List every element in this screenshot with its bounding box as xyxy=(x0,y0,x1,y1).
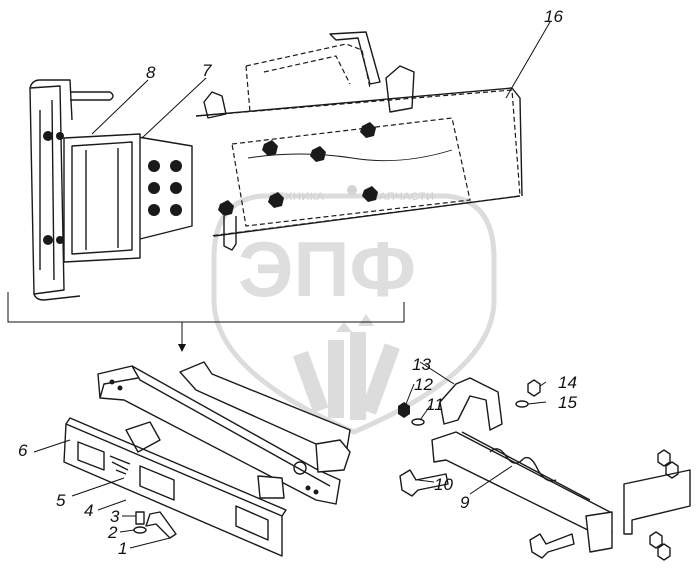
end-bracket-right xyxy=(623,469,691,535)
callout-16: 16 xyxy=(544,7,563,26)
callout-12: 12 xyxy=(414,375,433,394)
watermark-text-left: ТЕХНИКА xyxy=(270,191,325,203)
end-plate xyxy=(29,85,65,295)
inner-plate xyxy=(231,117,471,227)
cross-member-assembly xyxy=(63,361,351,557)
beam-upper xyxy=(97,365,341,505)
leader-16 xyxy=(505,21,551,99)
watermark-emblem xyxy=(292,314,400,420)
drawbar xyxy=(431,431,613,537)
frame-assembly xyxy=(7,31,523,352)
bolt-3 xyxy=(135,511,145,525)
inner-plate-seam xyxy=(247,149,453,162)
cradle-lug xyxy=(203,91,227,119)
drawbar-rod xyxy=(461,431,591,501)
callout-8: 8 xyxy=(146,63,156,82)
lower-plate-6 xyxy=(63,423,283,557)
leader-6 xyxy=(33,439,71,453)
leader-8 xyxy=(91,79,149,135)
beam-upper-holes xyxy=(109,379,319,495)
bracket-13 xyxy=(439,377,503,431)
drawbar-spring xyxy=(489,448,557,482)
washer-15 xyxy=(515,400,529,408)
tube-end-right xyxy=(315,439,351,473)
end-bracket-bottom xyxy=(585,511,613,553)
lower-plate-face xyxy=(65,417,287,517)
leader-9 xyxy=(469,465,513,495)
leader-lines xyxy=(33,21,551,549)
leader-1 xyxy=(129,537,171,549)
callout-2: 2 xyxy=(107,523,118,542)
washer-11 xyxy=(411,418,425,426)
mount-8 xyxy=(63,133,141,263)
lower-bolt xyxy=(223,216,237,251)
callout-13: 13 xyxy=(412,355,431,374)
watermark-text-right: ЗАПЧАСТИ xyxy=(372,191,434,203)
leader-5 xyxy=(71,477,125,497)
down-arrow-head xyxy=(178,344,186,352)
cradle-lug-right xyxy=(385,65,415,113)
end-plate-rib xyxy=(39,99,55,281)
lower-plate-windows xyxy=(77,441,269,541)
callout-4: 4 xyxy=(84,501,93,520)
callout-9: 9 xyxy=(460,493,470,512)
callout-numbers: 8 7 16 6 5 4 3 2 1 13 12 11 14 15 10 9 xyxy=(18,7,577,558)
callout-3: 3 xyxy=(110,507,120,526)
leader-15 xyxy=(527,401,547,405)
watermark-shield-outline xyxy=(211,193,497,435)
hatch-zone xyxy=(109,455,131,475)
group-bracket xyxy=(7,292,405,323)
leader-13 xyxy=(419,361,455,385)
leader-11 xyxy=(419,405,431,421)
callout-7: 7 xyxy=(202,61,212,80)
leader-12 xyxy=(405,383,415,405)
watermark-logo-text: ЭПФ xyxy=(238,225,416,313)
bolt-10 xyxy=(399,469,449,497)
callout-5: 5 xyxy=(56,491,66,510)
callout-14: 14 xyxy=(558,373,577,392)
hitch-assembly xyxy=(398,377,691,561)
end-plate-pipe xyxy=(70,91,114,101)
mount-8-detail xyxy=(71,141,133,255)
nut-14 xyxy=(527,379,541,397)
tube-bore xyxy=(293,461,307,475)
leader-7 xyxy=(141,77,207,139)
cross-tube xyxy=(179,361,351,455)
side-member-edge xyxy=(195,87,523,197)
callout-15: 15 xyxy=(558,393,577,412)
end-plate-nuts xyxy=(43,131,64,245)
end-plate-hook xyxy=(29,79,81,301)
hitch-nuts xyxy=(649,449,679,561)
bracket-7-nuts xyxy=(148,160,182,216)
leader-14 xyxy=(539,381,547,387)
nut-12 xyxy=(398,402,410,418)
leader-2 xyxy=(119,529,135,533)
callout-10: 10 xyxy=(434,475,453,494)
cradle-handle xyxy=(329,31,381,85)
callout-6: 6 xyxy=(18,441,28,460)
callout-11: 11 xyxy=(426,395,444,414)
tube-stub-left xyxy=(125,421,161,453)
plate-nuts xyxy=(218,122,378,216)
leader-4 xyxy=(97,499,127,511)
leader-10 xyxy=(417,479,435,483)
washer-2 xyxy=(133,526,147,534)
callout-1: 1 xyxy=(118,539,127,558)
watermark-dot-icon xyxy=(347,185,357,195)
side-member-bottom xyxy=(213,195,521,237)
clip-1 xyxy=(145,511,177,539)
tube-stub-lower xyxy=(257,475,285,499)
bolt-lower xyxy=(529,533,575,559)
beam-upper-edge xyxy=(99,365,331,487)
watermark: ТЕХНИКА ЗАПЧАСТИ ЭПФ xyxy=(211,185,497,435)
bracket-7 xyxy=(131,135,193,241)
